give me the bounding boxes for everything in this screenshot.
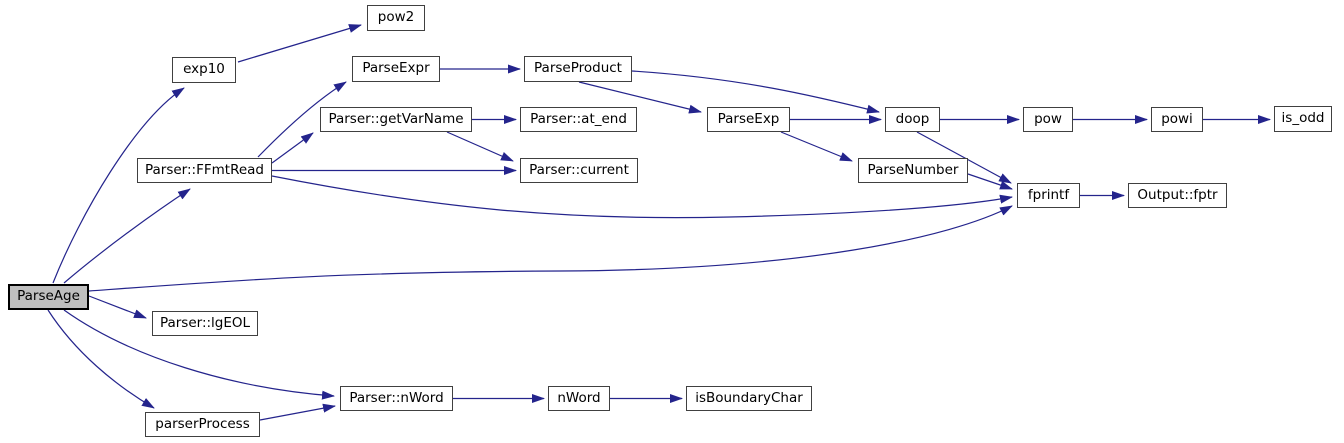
node-label: ParseAge	[17, 288, 80, 305]
node-isBoundaryChar[interactable]: isBoundaryChar	[686, 386, 812, 411]
node-label: Parser::getVarName	[328, 110, 464, 127]
node-ParseAge: ParseAge	[8, 284, 89, 310]
edge-ParseProduct-doop	[631, 70, 880, 114]
node-label: exp10	[183, 61, 225, 78]
node-pow[interactable]: pow	[1023, 107, 1073, 132]
edge-exp10-pow2	[237, 24, 362, 63]
node-label: Parser::FFmtRead	[144, 161, 264, 178]
edge-getVarName-current	[446, 131, 514, 162]
node-label: ParseProduct	[534, 60, 622, 77]
edge-ParseProduct-ParseExp	[578, 81, 702, 114]
node-fprintf[interactable]: fprintf	[1017, 183, 1080, 208]
edge-ParseExp-ParseNumber	[780, 131, 853, 162]
node-getVarName[interactable]: Parser::getVarName	[320, 107, 472, 132]
node-ParseNumber[interactable]: ParseNumber	[858, 158, 968, 183]
edge-ParseAge-parserProcess	[47, 309, 155, 409]
node-exp10[interactable]: exp10	[172, 57, 236, 83]
node-FFmtRead[interactable]: Parser::FFmtRead	[137, 158, 272, 183]
node-label: is_odd	[1281, 110, 1325, 127]
edge-ParseAge-fprintf	[88, 205, 1013, 292]
node-ParseProduct[interactable]: ParseProduct	[524, 56, 632, 82]
node-label: isBoundaryChar	[695, 389, 803, 406]
node-label: ParseExp	[717, 110, 780, 127]
node-label: nWord	[557, 389, 601, 406]
node-lgEOL[interactable]: Parser::lgEOL	[152, 311, 258, 336]
node-label: Parser::current	[529, 161, 629, 178]
node-label: Output::fptr	[1137, 186, 1218, 203]
node-pow2[interactable]: pow2	[367, 5, 425, 31]
node-parserProcess[interactable]: parserProcess	[145, 412, 260, 437]
node-is_odd[interactable]: is_odd	[1274, 106, 1332, 132]
edge-doop-fprintf	[916, 131, 1012, 184]
node-current[interactable]: Parser::current	[520, 158, 638, 183]
node-label: Parser::nWord	[349, 389, 444, 406]
node-label: parserProcess	[155, 415, 250, 432]
edge-ParseAge-nWordP	[63, 309, 335, 400]
edge-FFmtRead-fprintf	[271, 175, 1013, 219]
node-label: fprintf	[1027, 186, 1070, 203]
node-nWordP[interactable]: Parser::nWord	[340, 386, 453, 411]
edge-ParseAge-exp10	[52, 87, 185, 284]
node-ParseExpr[interactable]: ParseExpr	[352, 56, 440, 82]
node-label: ParseNumber	[867, 161, 959, 178]
node-at_end[interactable]: Parser::at_end	[520, 107, 637, 132]
node-label: pow	[1034, 110, 1062, 127]
edge-FFmtRead-ParseExpr	[257, 81, 347, 158]
edge-FFmtRead-getVarName	[271, 132, 314, 164]
node-nWord[interactable]: nWord	[548, 386, 610, 411]
node-doop[interactable]: doop	[885, 107, 940, 132]
edge-parserProcess-nWordP	[259, 403, 336, 421]
node-label: ParseExpr	[362, 60, 430, 77]
edge-ParseAge-FFmtRead	[63, 188, 191, 284]
edge-ParseAge-lgEOL	[88, 295, 147, 319]
node-powi[interactable]: powi	[1151, 107, 1203, 132]
node-label: Parser::lgEOL	[159, 314, 251, 331]
node-fptr[interactable]: Output::fptr	[1128, 183, 1227, 208]
node-ParseExp[interactable]: ParseExp	[707, 107, 790, 132]
node-label: powi	[1161, 110, 1193, 127]
node-label: pow2	[377, 9, 415, 26]
edge-ParseNumber-fprintf	[967, 173, 1013, 190]
node-label: Parser::at_end	[530, 110, 627, 127]
node-label: doop	[895, 110, 930, 127]
